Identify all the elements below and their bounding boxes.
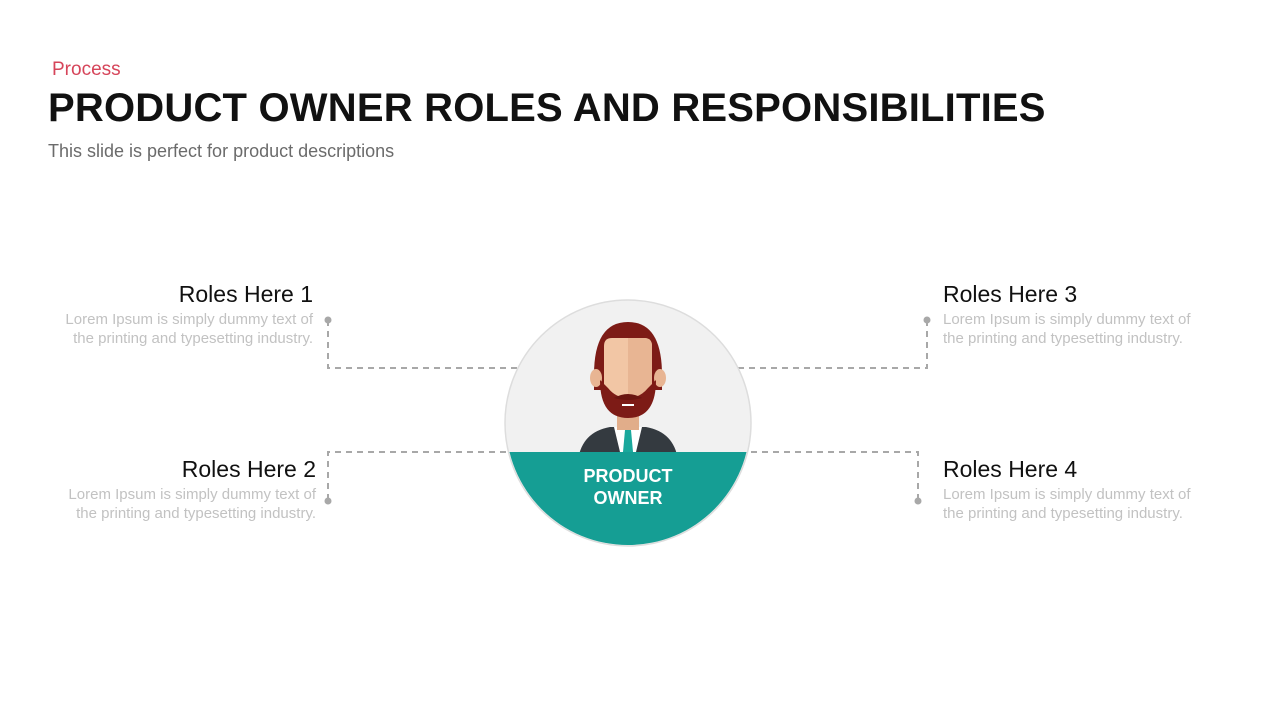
role-3-description: Lorem Ipsum is simply dummy text of the … bbox=[943, 311, 1191, 347]
role-1-title: Roles Here 1 bbox=[178, 281, 313, 307]
connector-role-4 bbox=[748, 451, 919, 500]
connector-dot-2 bbox=[324, 497, 332, 505]
role-2-title: Roles Here 2 bbox=[181, 456, 316, 482]
role-2: Roles Here 2 Lorem Ipsum is simply dummy… bbox=[66, 456, 316, 523]
role-4-description: Lorem Ipsum is simply dummy text of the … bbox=[943, 486, 1191, 522]
owner-label-line2: OWNER bbox=[593, 488, 663, 508]
role-3: Roles Here 3 Lorem Ipsum is simply dummy… bbox=[943, 281, 1193, 348]
role-4-title: Roles Here 4 bbox=[943, 456, 1078, 482]
owner-label-line1: PRODUCT bbox=[583, 466, 673, 486]
role-1-description: Lorem Ipsum is simply dummy text of the … bbox=[65, 311, 313, 347]
role-1: Roles Here 1 Lorem Ipsum is simply dummy… bbox=[63, 281, 313, 348]
slide-category: Process bbox=[52, 59, 121, 80]
connector-role-2 bbox=[327, 451, 510, 500]
role-3-title: Roles Here 3 bbox=[943, 281, 1078, 307]
slide-title: PRODUCT OWNER ROLES AND RESPONSIBILITIES bbox=[48, 86, 1046, 130]
connector-dot-3 bbox=[923, 316, 931, 324]
connector-role-3 bbox=[738, 320, 928, 369]
person-avatar-icon bbox=[578, 322, 678, 460]
role-4: Roles Here 4 Lorem Ipsum is simply dummy… bbox=[943, 456, 1193, 523]
connector-dot-1 bbox=[324, 316, 332, 324]
slide-subtitle: This slide is perfect for product descri… bbox=[48, 141, 395, 161]
role-2-description: Lorem Ipsum is simply dummy text of the … bbox=[68, 486, 316, 522]
owner-label: PRODUCT OWNER bbox=[553, 465, 703, 509]
connector-role-1 bbox=[327, 320, 520, 369]
connector-dot-4 bbox=[914, 497, 922, 505]
